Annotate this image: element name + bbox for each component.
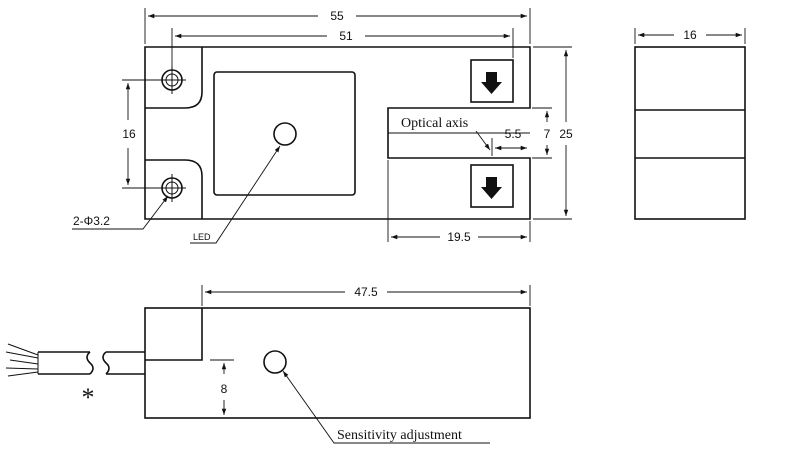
label-led: LED: [193, 232, 211, 242]
receiver-arrow-box: [470, 164, 514, 208]
label-mounting-holes: 2-Φ3.2: [73, 214, 110, 228]
dim-optical-axis-offset: 5.5: [505, 127, 522, 141]
label-sensitivity-adjustment: Sensitivity adjustment: [337, 428, 462, 443]
bottom-body-outline: [144, 307, 531, 419]
mounting-hole-bottom: [158, 174, 186, 202]
mounting-hole-top: [158, 66, 186, 94]
emitter-arrow-box: [470, 59, 514, 103]
mounting-pad-bottom: [145, 159, 203, 219]
cable: [5, 343, 145, 377]
bottom-view: * 47.5 8 Sensitivity adjustment: [5, 285, 531, 444]
dim-overall-height: 25: [559, 127, 573, 141]
side-view: 16: [634, 28, 746, 220]
dim-adjuster-height: 8: [221, 382, 228, 396]
mounting-pad-top: [145, 47, 203, 109]
dim-side-length: 47.5: [354, 285, 378, 299]
led-indicator: [273, 122, 297, 146]
dim-overall-length: 55: [330, 9, 344, 23]
dim-hole-pitch-height: 16: [122, 127, 136, 141]
label-optical-axis: Optical axis: [401, 116, 468, 131]
dim-side-width: 16: [683, 28, 697, 42]
dim-slot-width: 7: [544, 127, 551, 141]
dim-hole-pitch-length: 51: [339, 29, 353, 43]
cable-entry-block: [145, 308, 203, 361]
front-view: 55 51 16 25 7 5.5 Optical axis: [72, 8, 573, 244]
sensitivity-adjuster: [263, 350, 287, 374]
side-body-outline: [634, 46, 746, 220]
front-body-outline: [144, 46, 531, 220]
label-cable-mark: *: [82, 383, 95, 412]
dim-slot-depth: 19.5: [447, 230, 471, 244]
led-window: [213, 71, 356, 196]
